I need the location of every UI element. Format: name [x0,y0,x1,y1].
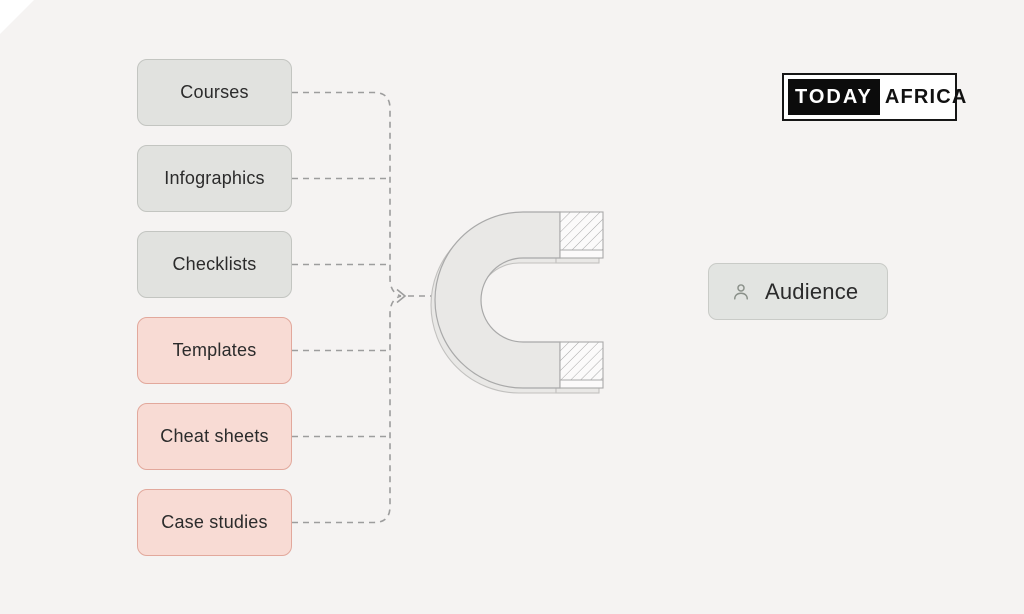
node-templates: Templates [137,317,292,384]
magnet-pole-bottom [559,341,604,389]
magnet-body [434,211,561,389]
node-cheat-sheets: Cheat sheets [137,403,292,470]
node-courses: Courses [137,59,292,126]
connector-case-studies [292,295,402,524]
node-courses-label: Courses [180,82,249,102]
connector-arrowhead [396,288,407,304]
corner-cut-decoration [0,0,34,34]
audience-label: Audience [765,278,859,304]
node-templates-label: Templates [172,340,257,360]
magnet-pole-top [559,211,604,259]
node-checklists: Checklists [137,231,292,298]
magnet-side-face [430,216,600,394]
node-case-studies: Case studies [137,489,292,556]
today-africa-logo: TODAY AFRICA [782,73,966,121]
person-icon [734,283,748,300]
connector-courses [292,91,402,297]
node-infographics-label: Infographics [164,168,265,188]
connector-lines [292,91,434,524]
node-case-studies-label: Case studies [161,512,268,532]
node-cheat-sheets-label: Cheat sheets [160,426,269,446]
audience-node: Audience [708,263,888,320]
logo-today-text: TODAY [788,79,880,115]
logo-africa-text: AFRICA [884,85,968,108]
node-infographics: Infographics [137,145,292,212]
magnet-icon [430,211,604,394]
node-checklists-label: Checklists [172,254,257,274]
